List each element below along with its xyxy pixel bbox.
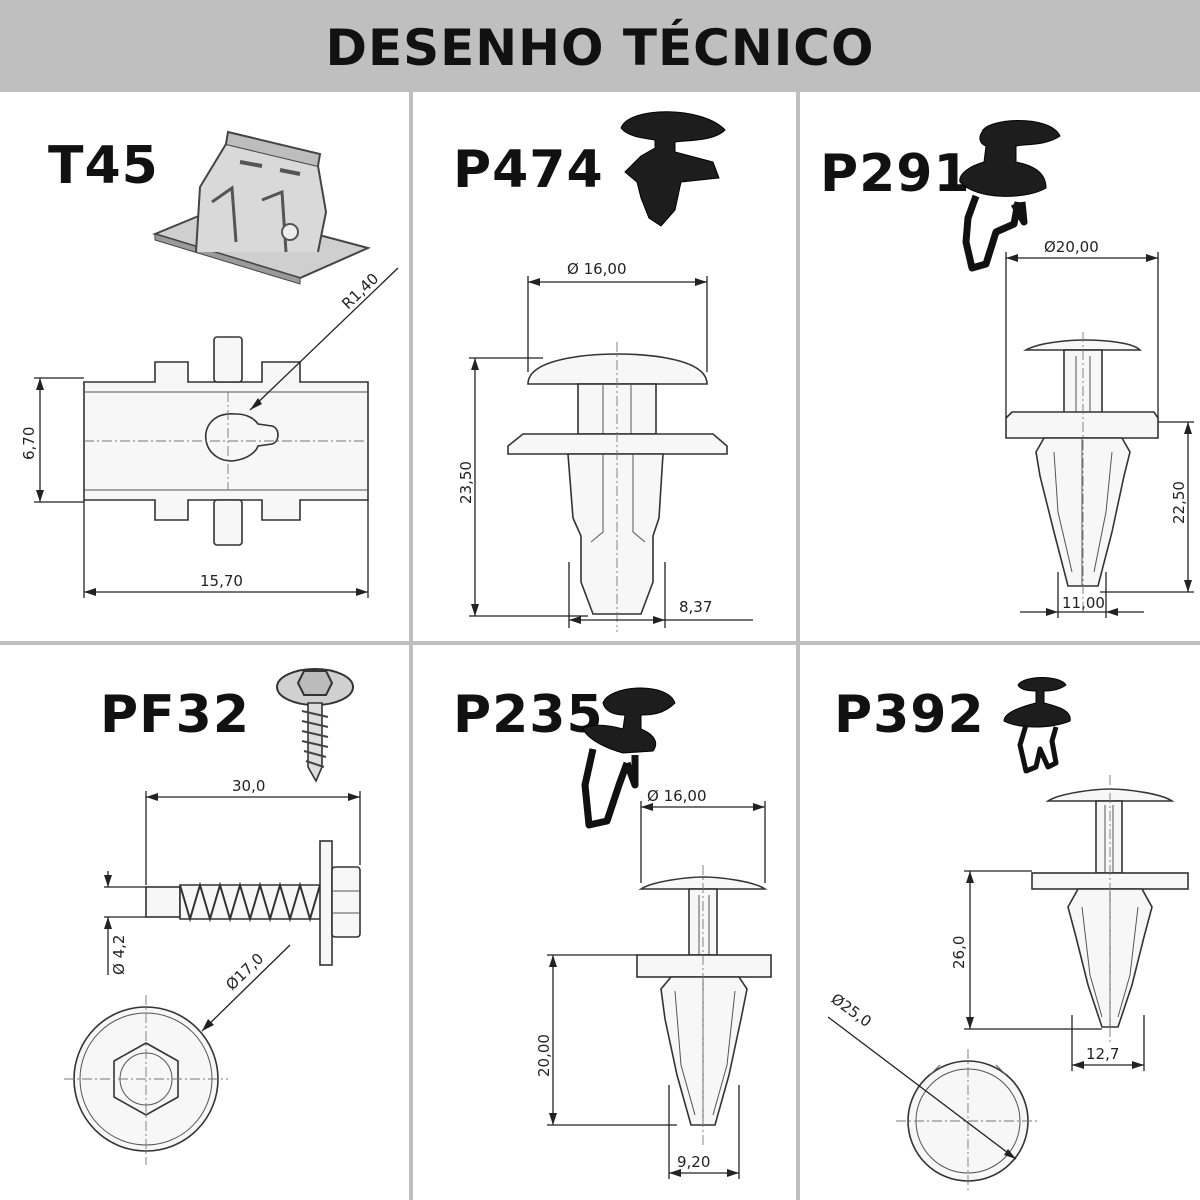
panel-p474: P474 Ø 16,00 23,50 <box>413 92 796 641</box>
dim-tip: 12,7 <box>1086 1045 1119 1063</box>
pf32-front-view <box>64 995 228 1165</box>
dim-tip: 8,37 <box>679 598 712 616</box>
p392-photo-icon <box>1003 677 1071 774</box>
panel-p235: P235 Ø 16,00 20,00 <box>413 645 796 1200</box>
p235-drawing: Ø 16,00 20,00 9,20 <box>535 687 772 1179</box>
p474-dimensions: Ø 16,00 23,50 8,37 <box>457 260 753 628</box>
p474-side-view <box>507 342 728 632</box>
panel-p392: P392 26,0 <box>800 645 1200 1200</box>
p291-photo-icon <box>959 120 1061 272</box>
p474-photo-icon <box>620 111 726 227</box>
part-code: P392 <box>834 685 985 745</box>
dim-radius: R1,40 <box>338 269 382 312</box>
part-code: P235 <box>453 685 604 745</box>
dim-height: 22,50 <box>1170 481 1188 524</box>
p235-side-view <box>636 865 772 1145</box>
divider-horizontal <box>0 641 1200 645</box>
page-title: DESENHO TÉCNICO <box>325 19 875 77</box>
divider-vertical-1 <box>409 92 413 1200</box>
panel-t45: T45 R1,40 <box>0 92 409 641</box>
p291-dimensions: Ø20,00 22,50 11,00 <box>1005 238 1194 618</box>
dim-height: 26,0 <box>950 936 968 969</box>
part-code: T45 <box>48 136 159 196</box>
t45-photo-icon <box>152 130 372 285</box>
dim-diameter: Ø25,0 <box>828 990 875 1031</box>
part-code: PF32 <box>100 685 250 745</box>
p235-dimensions: Ø 16,00 20,00 9,20 <box>535 787 766 1179</box>
t45-top-view <box>83 336 369 546</box>
dim-diameter: Ø 16,00 <box>567 260 627 278</box>
p392-drawing: 26,0 12,7 Ø25,0 <box>827 677 1189 1191</box>
part-code: P474 <box>453 140 604 200</box>
p392-side-view <box>1031 775 1189 1045</box>
dim-shank: Ø 4,2 <box>110 935 128 975</box>
dim-height: 20,00 <box>535 1034 553 1077</box>
pf32-photo-icon <box>276 668 354 783</box>
panel-pf32: PF32 <box>0 645 409 1200</box>
p291-drawing: Ø20,00 22,50 11,00 <box>959 120 1194 618</box>
p235-photo-icon <box>581 687 676 829</box>
dim-height: 23,50 <box>457 461 475 504</box>
divider-vertical-2 <box>796 92 800 1200</box>
dim-tip: 11,00 <box>1062 594 1105 612</box>
pf32-side-view <box>145 840 361 966</box>
part-code: P291 <box>820 144 971 204</box>
dim-width: 15,70 <box>200 572 243 590</box>
dim-washer: Ø17,0 <box>222 950 267 994</box>
dim-length: 30,0 <box>232 777 265 795</box>
pf32-drawing: 30,0 Ø 4,2 Ø17,0 <box>64 668 361 1165</box>
dim-tip: 9,20 <box>677 1153 710 1171</box>
p392-front-view <box>896 1049 1040 1191</box>
t45-drawing: R1,40 6,70 15,70 <box>20 130 399 598</box>
header-bar: DESENHO TÉCNICO <box>0 0 1200 92</box>
p291-side-view <box>1005 332 1159 612</box>
dim-height: 6,70 <box>20 427 38 460</box>
p474-drawing: Ø 16,00 23,50 8,37 <box>457 111 753 632</box>
dim-diameter: Ø 16,00 <box>647 787 707 805</box>
dim-diameter: Ø20,00 <box>1044 238 1099 256</box>
panel-p291: P291 Ø20,00 22,50 <box>800 92 1200 641</box>
